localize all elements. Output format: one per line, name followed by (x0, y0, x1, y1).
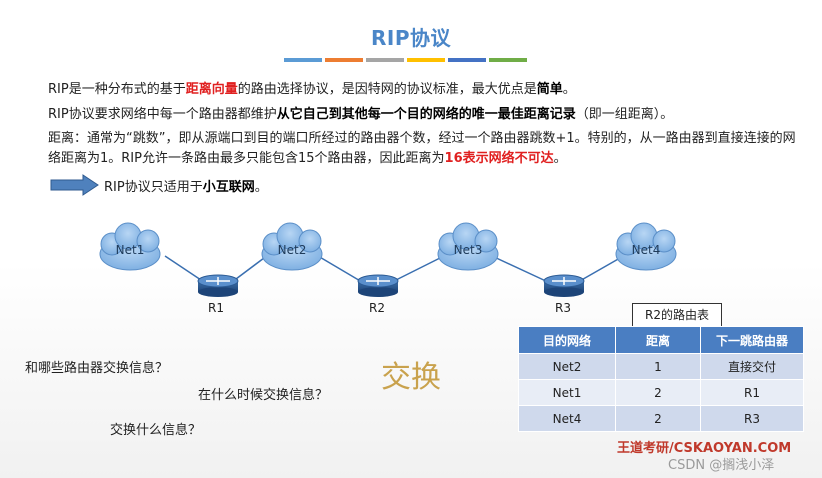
table-header-row: 目的网络 距离 下一跳路由器 (518, 326, 804, 354)
title-bar-segment (366, 58, 404, 62)
title-bar-segment (407, 58, 445, 62)
cloud-net4: Net4 (615, 222, 677, 271)
table-row: Net4 2 R3 (518, 405, 804, 432)
question-when: 在什么时候交换信息？ (198, 388, 329, 403)
network-links (164, 255, 621, 283)
table-cell: R3 (700, 405, 804, 432)
cloud-net1: Net1 (99, 222, 161, 271)
text: 的路由选择协议，是因特网的协议标准，最大优点是 (237, 82, 537, 97)
routing-table: 目的网络 距离 下一跳路由器 Net2 1 直接交付 Net1 2 R1 Net… (518, 326, 804, 432)
table-cell: 直接交付 (700, 353, 804, 380)
text: RIP协议只适用于 (104, 180, 203, 195)
net-label: Net3 (454, 243, 483, 257)
text: （即一组距离）。 (575, 107, 674, 122)
router-label-r1: R1 (208, 301, 224, 315)
table-cell: Net2 (518, 353, 616, 380)
router-label-r3: R3 (555, 301, 571, 315)
net-label: Net2 (278, 243, 307, 257)
table-row: Net1 2 R1 (518, 379, 804, 406)
highlight-small-internet: 小互联网 (202, 180, 255, 195)
router-label-r2: R2 (369, 301, 385, 315)
title-bar-segment (284, 58, 322, 62)
question-what: 交换什么信息？ (110, 423, 202, 438)
text: 。 (254, 180, 268, 195)
router-icon (197, 274, 239, 297)
net-label: Net4 (632, 243, 661, 257)
title-bar-segment (448, 58, 486, 62)
column-header: 距离 (615, 326, 701, 354)
table-cell: R1 (700, 379, 804, 406)
router-icon (357, 274, 399, 297)
brand-text: 王道考研/CSKAOYAN.COM (617, 441, 792, 456)
right-arrow-icon (50, 174, 99, 196)
text: 。 (562, 82, 576, 97)
highlight-distance-vector: 距离向量 (185, 82, 238, 97)
page-title: RIP协议 (371, 26, 451, 50)
column-header: 下一跳路由器 (700, 326, 804, 354)
table-cell: 2 (615, 379, 701, 406)
net-label: Net1 (116, 243, 145, 257)
text: 。 (553, 151, 567, 166)
highlight-unreachable: 16表示网络不可达 (444, 151, 554, 166)
router-icon (543, 274, 585, 297)
title-bar-segment (489, 58, 527, 62)
paragraph-rip-intro: RIP是一种分布式的基于距离向量的路由选择协议，是因特网的协议标准，最大优点是简… (48, 80, 803, 100)
highlight-simple: 简单 (536, 82, 563, 97)
cloud-net3: Net3 (437, 222, 499, 271)
text: 距离：通常为“跳数”，即从源端口到目的端口所经过的路由器个数，经过一个路由器跳数… (48, 131, 796, 166)
paragraph-rip-requirement: RIP协议要求网络中每一个路由器都维护从它自己到其他每一个目的网络的唯一最佳距离… (48, 105, 803, 125)
highlight-best-distance: 从它自己到其他每一个目的网络的唯一最佳距离记录 (276, 107, 576, 122)
small-internet-text: RIP协议只适用于小互联网。 (104, 176, 268, 195)
table-cell: Net4 (518, 405, 616, 432)
title-bar-segment (325, 58, 363, 62)
text: RIP是一种分布式的基于 (48, 82, 186, 97)
text: RIP协议要求网络中每一个路由器都维护 (48, 107, 277, 122)
watermark: CSDN @搁浅小泽 (668, 458, 775, 473)
column-header: 目的网络 (518, 326, 616, 354)
table-row: Net2 1 直接交付 (518, 353, 804, 380)
exchange-label: 交换 (381, 360, 441, 395)
table-cell: 1 (615, 353, 701, 380)
paragraph-distance: 距离：通常为“跳数”，即从源端口到目的端口所经过的路由器个数，经过一个路由器跳数… (48, 129, 803, 169)
table-cell: Net1 (518, 379, 616, 406)
table-cell: 2 (615, 405, 701, 432)
question-which-routers: 和哪些路由器交换信息？ (25, 361, 169, 376)
routing-table-caption: R2的路由表 (632, 303, 722, 327)
cloud-net2: Net2 (261, 222, 323, 271)
